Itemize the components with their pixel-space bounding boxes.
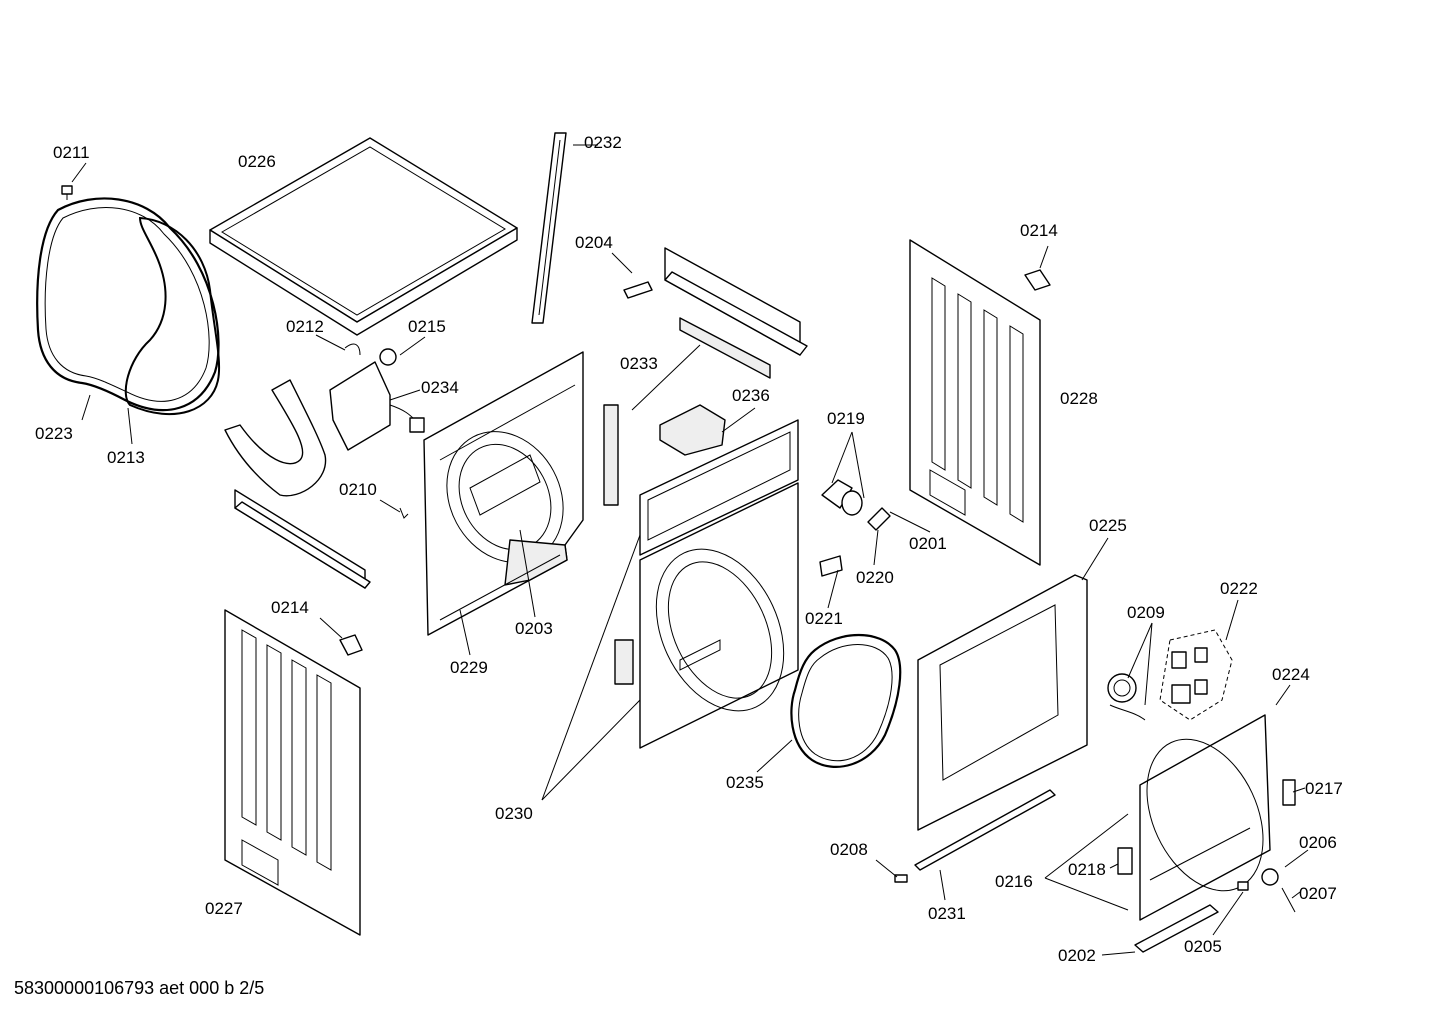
label-0214-lower: 0214 [271, 598, 309, 617]
part-0230-front-frame [614, 482, 799, 749]
part-0215-small [379, 348, 397, 366]
part-0233-vertical [603, 404, 619, 506]
label-0208: 0208 [830, 840, 868, 859]
part-0204-clip [623, 281, 653, 299]
part-0218-insert [1117, 847, 1133, 875]
part-0206-knob [1261, 868, 1279, 886]
part-0234-module [329, 343, 425, 451]
part-0214-clip-lower [339, 634, 363, 656]
label-0230: 0230 [495, 804, 533, 823]
label-0225: 0225 [1089, 516, 1127, 535]
part-0213-inner-seal [124, 216, 221, 415]
label-0212: 0212 [286, 317, 324, 336]
part-0233-connector [679, 317, 771, 379]
label-0231: 0231 [928, 904, 966, 923]
label-0216: 0216 [995, 872, 1033, 891]
part-0219-bracket [821, 479, 863, 516]
part-0220-plug [867, 507, 891, 531]
label-0210: 0210 [339, 480, 377, 499]
part-0236-module [659, 404, 726, 456]
label-0229: 0229 [450, 658, 488, 677]
label-0227: 0227 [205, 899, 243, 918]
label-0222: 0222 [1220, 579, 1258, 598]
part-0232-strip [531, 132, 567, 324]
part-0227-left-panel [224, 609, 361, 936]
label-0232: 0232 [584, 133, 622, 152]
part-0235-door-gasket [790, 633, 902, 768]
part-0214-clip-upper [1024, 269, 1051, 291]
label-0205: 0205 [1184, 937, 1222, 956]
label-0220: 0220 [856, 568, 894, 587]
label-0236: 0236 [732, 386, 770, 405]
label-0224: 0224 [1272, 665, 1310, 684]
label-0209: 0209 [1127, 603, 1165, 622]
part-0224-outer-door [1139, 714, 1271, 921]
label-0218: 0218 [1068, 860, 1106, 879]
part-0209-lamp [1107, 673, 1146, 721]
part-flex-duct [224, 379, 327, 497]
part-0210-clip [399, 507, 409, 519]
label-0217: 0217 [1305, 779, 1343, 798]
label-0233: 0233 [620, 354, 658, 373]
label-0204: 0204 [575, 233, 613, 252]
part-0221-cup [819, 555, 843, 577]
part-0207-pin [1281, 887, 1296, 913]
label-0202: 0202 [1058, 946, 1096, 965]
part-0228-right-panel [909, 239, 1041, 566]
label-0221: 0221 [805, 609, 843, 628]
part-0222-hinge-set [1159, 629, 1233, 721]
part-lower-rail [234, 489, 371, 589]
part-0226-top-panel [209, 137, 518, 336]
part-labels: 0211 0226 0232 0204 0214 0212 0215 0234 … [35, 133, 1343, 965]
label-0234: 0234 [421, 378, 459, 397]
label-0215: 0215 [408, 317, 446, 336]
label-0201: 0201 [909, 534, 947, 553]
part-0205-screw [1237, 881, 1249, 891]
label-0228: 0228 [1060, 389, 1098, 408]
part-control-bracket [664, 247, 808, 356]
label-0214-upper: 0214 [1020, 221, 1058, 240]
label-0211: 0211 [53, 143, 90, 162]
part-0208-clip [894, 874, 908, 883]
document-code-footer: 58300000106793 aet 000 b 2/5 [14, 978, 265, 998]
label-0207: 0207 [1299, 884, 1337, 903]
label-0226: 0226 [238, 152, 276, 171]
label-0235: 0235 [726, 773, 764, 792]
part-0211-screw [61, 185, 73, 200]
label-0213: 0213 [107, 448, 145, 467]
part-0231-strip [914, 789, 1056, 871]
part-0217-latch [1282, 779, 1296, 806]
part-0202-handle [1134, 904, 1219, 953]
label-0206: 0206 [1299, 833, 1337, 852]
label-0219: 0219 [827, 409, 865, 428]
leader-lines [71, 144, 1309, 956]
label-0203: 0203 [515, 619, 553, 638]
part-0225-door-panel [917, 574, 1088, 831]
label-0223: 0223 [35, 424, 73, 443]
part-0229-rear-wall [423, 351, 584, 636]
